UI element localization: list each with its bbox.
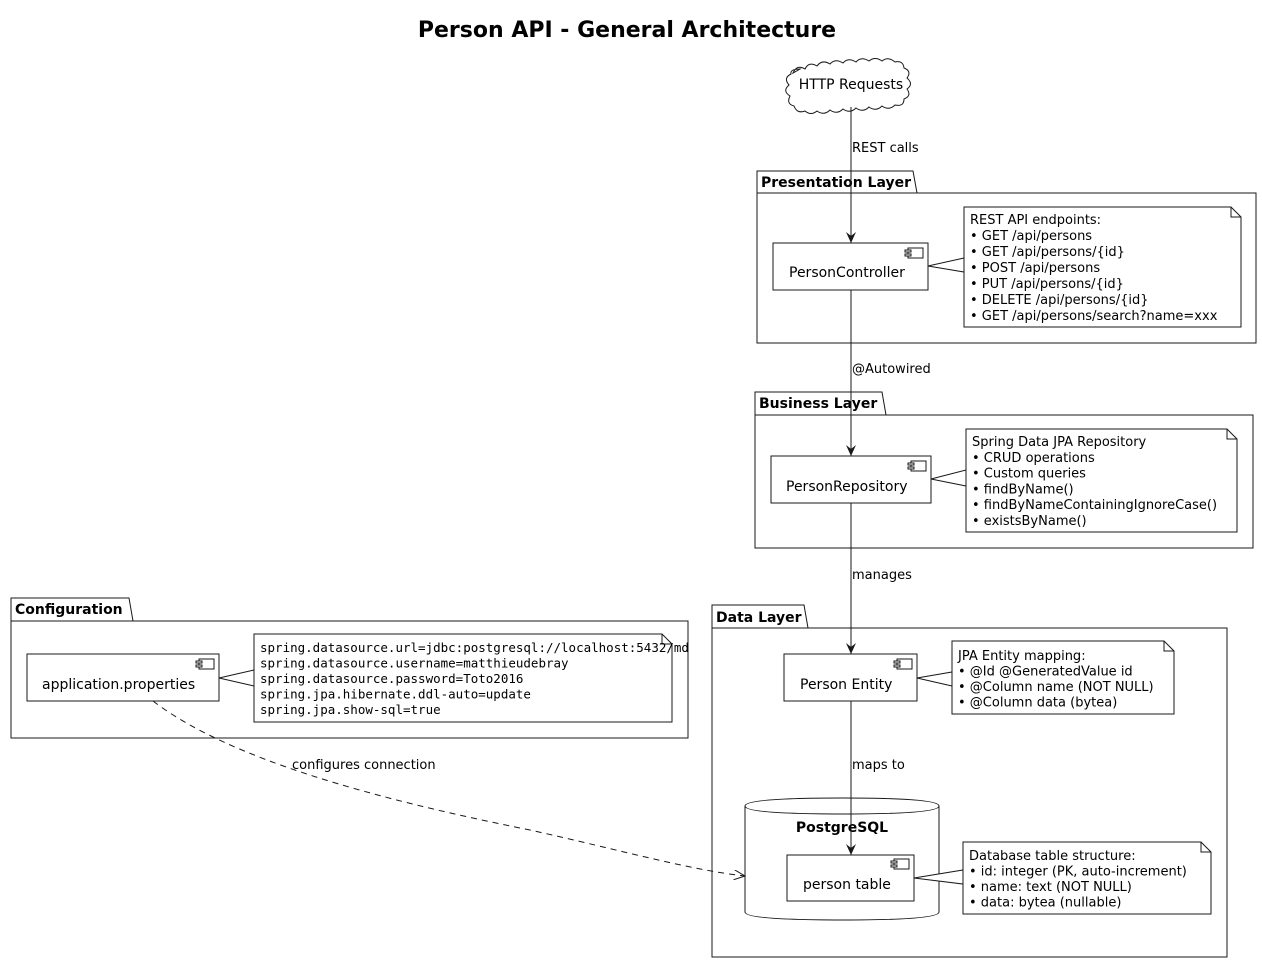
component-label: PersonRepository: [786, 479, 908, 495]
package-label: Data Layer: [716, 610, 802, 626]
note-line: • data: bytea (nullable): [969, 896, 1121, 911]
package-label: Presentation Layer: [761, 175, 911, 191]
edge-rest-calls: REST calls: [846, 107, 919, 243]
note-line: • id: integer (PK, auto-increment): [969, 865, 1187, 880]
component-person-entity: Person Entity: [783, 653, 918, 702]
note-line: • findByName(): [972, 482, 1074, 497]
note-line: Database table structure:: [969, 849, 1136, 864]
note-line: • PUT /api/persons/{id}: [970, 277, 1124, 292]
package-label: Configuration: [15, 602, 123, 618]
component-label: Person Entity: [800, 677, 892, 693]
note-line: spring.jpa.hibernate.ddl-auto=update: [260, 687, 531, 702]
note-line: spring.datasource.username=matthieudebra…: [260, 656, 569, 671]
diagram-title: Person API - General Architecture: [418, 18, 836, 43]
note-table-structure: Database table structure:• id: integer (…: [913, 841, 1212, 915]
note-line: • GET /api/persons/{id}: [970, 245, 1125, 260]
component-label: PersonController: [789, 265, 905, 281]
note-line: spring.datasource.url=jdbc:postgresql://…: [260, 640, 689, 655]
component-icon: [904, 247, 924, 259]
note-text: Database table structure:• id: integer (…: [969, 849, 1187, 911]
edge-label-manages: manages: [852, 568, 912, 583]
component-person-controller: PersonController: [772, 242, 929, 291]
note-line: • DELETE /api/persons/{id}: [970, 293, 1148, 308]
note-line: spring.jpa.show-sql=true: [260, 702, 441, 717]
package-label: Business Layer: [759, 396, 877, 412]
note-line: • @Column data (bytea): [958, 696, 1117, 711]
note-line: • Custom queries: [972, 467, 1086, 482]
edge-manages: manages: [846, 503, 912, 654]
database-label: PostgreSQL: [796, 820, 888, 836]
note-entity-mapping: JPA Entity mapping:• @Id @GeneratedValue…: [916, 640, 1175, 715]
note-line: REST API endpoints:: [970, 213, 1101, 228]
note-configuration-properties: spring.datasource.url=jdbc:postgresql://…: [218, 633, 689, 723]
component-icon: [907, 460, 927, 472]
note-line: spring.datasource.password=Toto2016: [260, 671, 523, 686]
component-application-properties: application.properties: [26, 653, 220, 702]
note-text: spring.datasource.url=jdbc:postgresql://…: [260, 640, 689, 717]
note-line: • POST /api/persons: [970, 261, 1100, 276]
edge-label-autowired: @Autowired: [852, 362, 931, 377]
component-icon: [890, 858, 910, 870]
component-icon: [195, 658, 215, 670]
note-line: • GET /api/persons/search?name=xxx: [970, 309, 1218, 324]
edge-label-configures: configures connection: [292, 758, 436, 773]
edge-autowired: @Autowired: [846, 290, 931, 456]
note-line: • GET /api/persons: [970, 229, 1092, 244]
note-line: Spring Data JPA Repository: [972, 435, 1147, 450]
edge-maps-to: maps to: [846, 701, 905, 855]
component-person-table: person table: [786, 854, 915, 902]
note-text: Spring Data JPA Repository• CRUD operati…: [972, 435, 1217, 529]
note-line: • existsByName(): [972, 514, 1087, 529]
note-repository: Spring Data JPA Repository• CRUD operati…: [930, 428, 1238, 533]
component-label: application.properties: [42, 677, 195, 693]
http-requests-cloud: HTTP Requests: [785, 58, 911, 114]
note-line: • CRUD operations: [972, 451, 1095, 466]
cloud-label: HTTP Requests: [799, 77, 903, 93]
note-line: • name: text (NOT NULL): [969, 880, 1132, 895]
edge-label-rest-calls: REST calls: [852, 141, 919, 156]
note-text: JPA Entity mapping:• @Id @GeneratedValue…: [957, 649, 1154, 711]
component-icon: [893, 658, 913, 670]
component-person-repository: PersonRepository: [770, 455, 932, 504]
note-line: • @Id @GeneratedValue id: [958, 665, 1133, 680]
note-line: • @Column name (NOT NULL): [958, 680, 1154, 695]
component-label: person table: [803, 877, 891, 893]
note-line: JPA Entity mapping:: [957, 649, 1086, 664]
edge-configures-connection: configures connection: [152, 700, 745, 876]
edge-label-maps-to: maps to: [852, 758, 905, 773]
note-controller-endpoints: REST API endpoints:• GET /api/persons• G…: [927, 206, 1242, 328]
note-line: • findByNameContainingIgnoreCase(): [972, 498, 1217, 513]
note-text: REST API endpoints:• GET /api/persons• G…: [970, 213, 1218, 324]
